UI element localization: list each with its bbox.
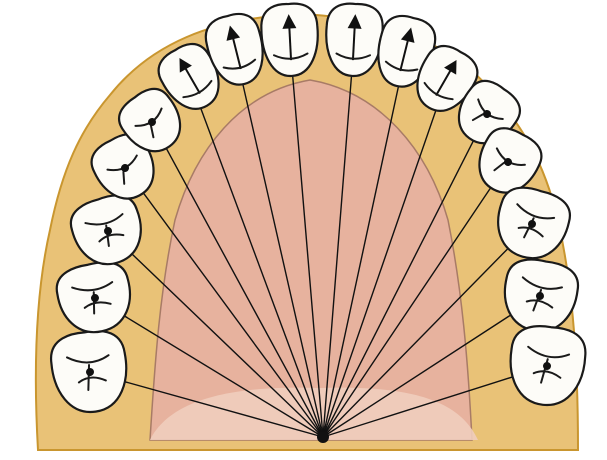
convergence-point bbox=[317, 431, 329, 443]
